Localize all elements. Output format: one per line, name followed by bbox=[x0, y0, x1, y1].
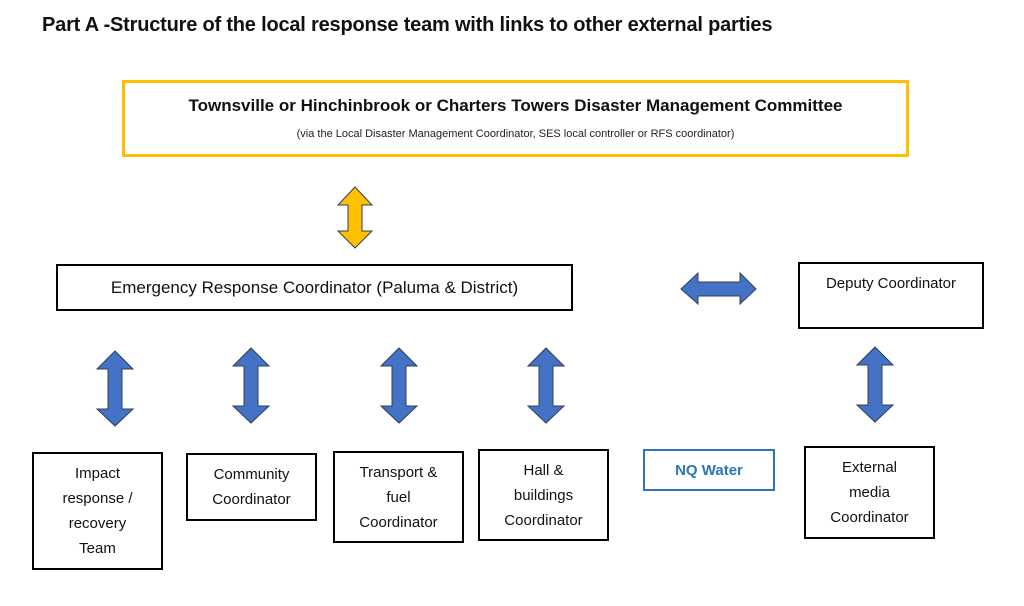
transport-line: fuel bbox=[386, 488, 411, 506]
nq-water-box: NQ Water bbox=[643, 449, 775, 491]
transport-line: Coordinator bbox=[359, 513, 438, 531]
hall-buildings-coordinator-box: Hall & buildings Coordinator bbox=[478, 449, 609, 541]
transport-arrow-icon bbox=[379, 347, 419, 424]
committee-name: Townsville or Hinchinbrook or Charters T… bbox=[188, 96, 843, 115]
external-line: media bbox=[849, 484, 890, 501]
external-line: External bbox=[841, 459, 897, 476]
impact-line: recovery bbox=[68, 515, 127, 532]
impact-line: response / bbox=[62, 490, 133, 507]
coordinator-deputy-arrow-icon bbox=[680, 271, 757, 306]
hall-line: Hall & bbox=[523, 461, 564, 479]
external-line: Coordinator bbox=[830, 509, 909, 526]
community-line: Community bbox=[213, 466, 290, 483]
community-line: Coordinator bbox=[212, 491, 291, 508]
committee-subtitle: (via the Local Disaster Management Coord… bbox=[296, 128, 735, 140]
external-media-coordinator-box: External media Coordinator bbox=[804, 446, 935, 539]
committee-coordinator-arrow-icon bbox=[336, 186, 374, 249]
community-coordinator-box: Community Coordinator bbox=[186, 453, 317, 521]
hall-line: Coordinator bbox=[504, 511, 583, 529]
external-arrow-icon bbox=[855, 346, 895, 423]
page-title: Part A -Structure of the local response … bbox=[42, 14, 773, 36]
community-arrow-icon bbox=[231, 347, 271, 424]
impact-arrow-icon bbox=[95, 350, 135, 427]
deputy-coordinator-box: Deputy Coordinator bbox=[798, 262, 984, 329]
hall-line: buildings bbox=[513, 486, 574, 504]
committee-box: Townsville or Hinchinbrook or Charters T… bbox=[122, 80, 909, 157]
emergency-response-coordinator-box: Emergency Response Coordinator (Paluma &… bbox=[56, 264, 573, 311]
impact-line: Impact bbox=[74, 465, 120, 482]
impact-response-team-box: Impact response / recovery Team bbox=[32, 452, 163, 570]
transport-fuel-coordinator-box: Transport & fuel Coordinator bbox=[333, 451, 464, 543]
hall-arrow-icon bbox=[526, 347, 566, 424]
transport-line: Transport & bbox=[359, 463, 438, 481]
impact-line: Team bbox=[79, 540, 116, 557]
